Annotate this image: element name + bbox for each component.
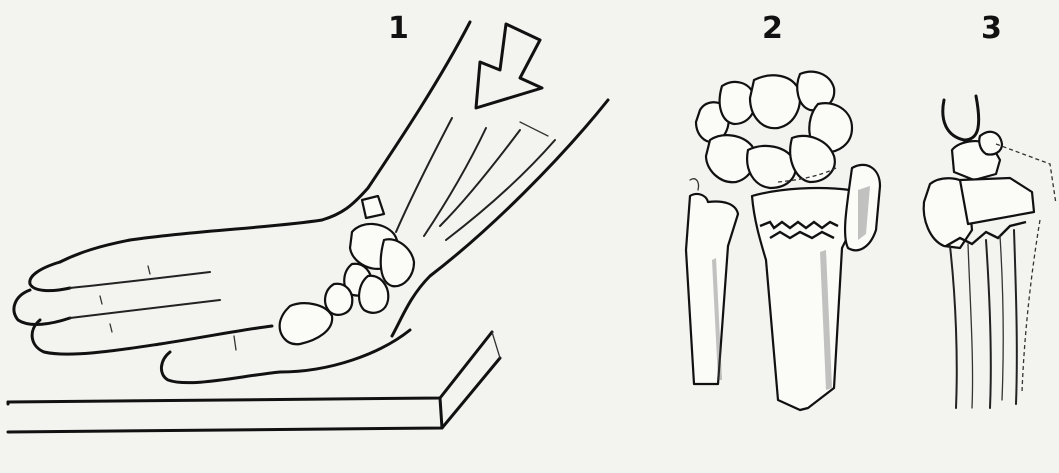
panel-3-lateral-view [924,96,1056,408]
panel-3-shaft [950,220,1040,408]
panel-2-radius [752,165,880,410]
panel-3-distal-fragment [924,178,1034,248]
force-arrow [476,24,542,108]
panel-1-carpal-bones [280,196,414,344]
panel-2-carpal-bones [696,72,852,188]
surface-slab [8,332,500,432]
panel-3-number: 3 [981,14,1002,44]
panel-1-number: 1 [388,14,409,44]
panel-1-fall-on-hand [8,22,608,432]
panel-2-ap-view [686,72,880,410]
panel-2-ulna [686,179,738,384]
panel-2-number: 2 [762,14,783,44]
